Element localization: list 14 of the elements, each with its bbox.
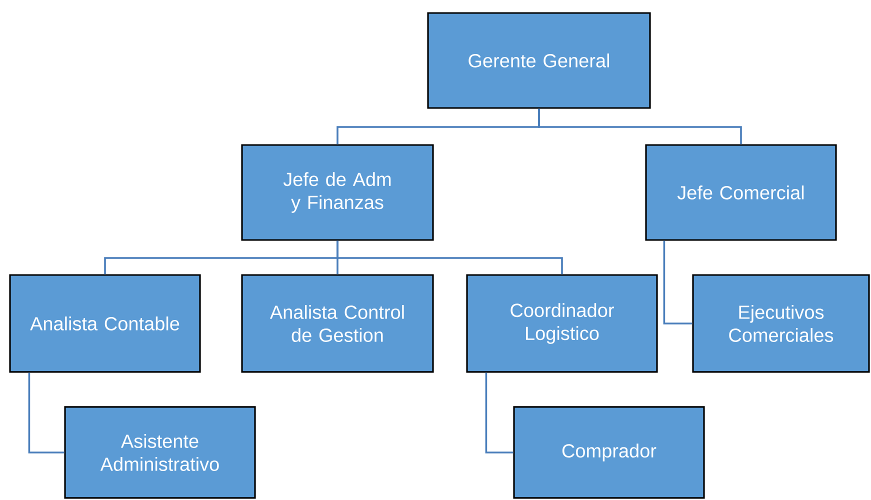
position-box: Jefe Comercial [645, 144, 837, 241]
connector-line [663, 240, 692, 324]
connector-line [336, 240, 563, 274]
position-box: Coordinador Logistico [466, 274, 658, 373]
position-box: Asistente Administrativo [64, 406, 256, 499]
position-box: Ejecutivos Comerciales [692, 274, 870, 373]
position-box: Jefe de Adm y Finanzas [241, 144, 434, 241]
connector-line [28, 372, 64, 454]
position-box: Analista Control de Gestion [241, 274, 434, 373]
position-box: Gerente General [427, 12, 651, 109]
position-box: Comprador [513, 406, 705, 499]
connector-line [538, 108, 742, 144]
position-box: Analista Contable [9, 274, 201, 373]
connector-line [485, 372, 514, 454]
